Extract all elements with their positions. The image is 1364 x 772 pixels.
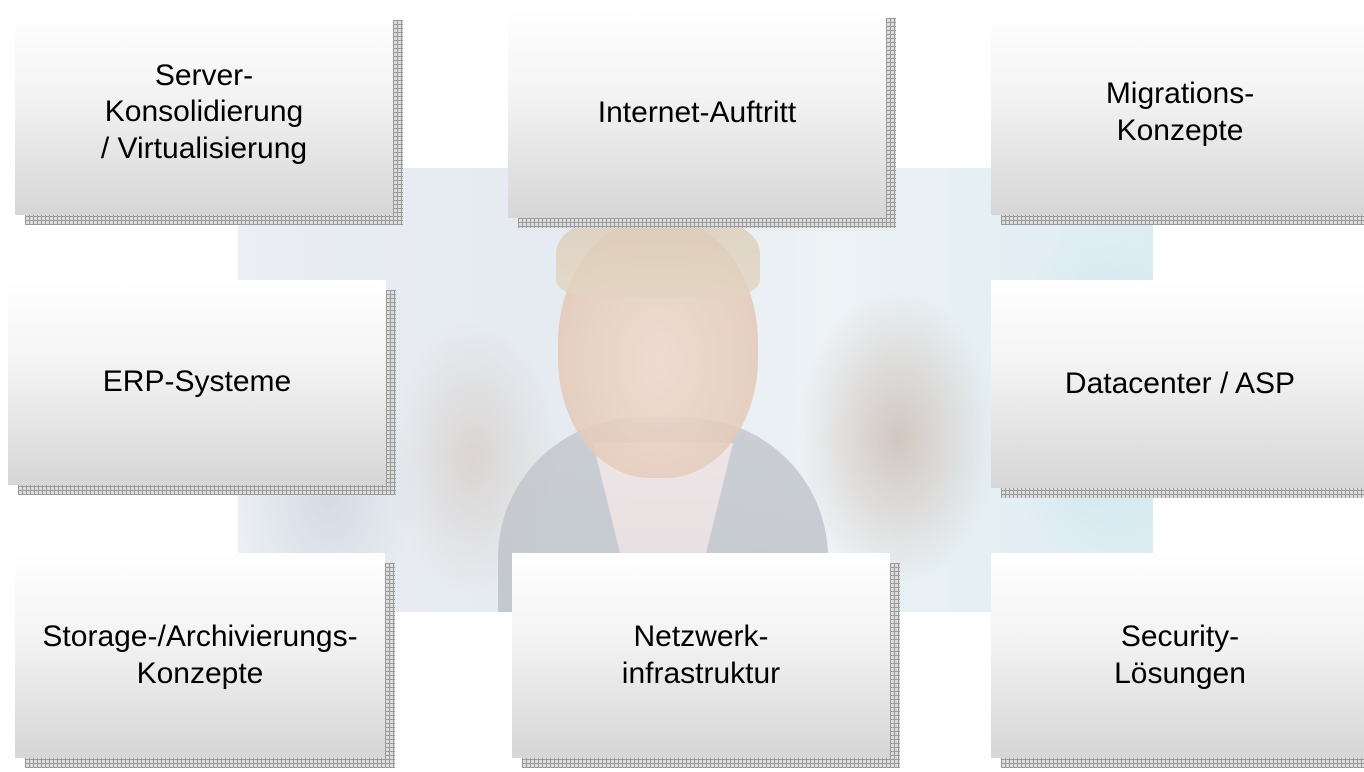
service-box-server-consolidation: Server- Konsolidierung / Virtualisierung [15,10,403,225]
service-label: Server- Konsolidierung / Virtualisierung [15,10,393,215]
service-box-security-solutions: Security- Lösungen [991,553,1364,768]
service-label: Security- Lösungen [991,553,1364,758]
blurred-figure-right [798,288,998,588]
service-label: Internet-Auftritt [508,8,886,218]
service-box-erp-systems: ERP-Systeme [8,280,396,495]
service-label: Migrations- Konzepte [991,10,1364,215]
service-label: Netzwerk- infrastruktur [512,553,890,758]
service-label: Datacenter / ASP [991,280,1364,488]
service-box-internet-presence: Internet-Auftritt [508,8,896,228]
service-box-storage-archiving: Storage-/Archivierungs- Konzepte [15,553,395,768]
service-box-datacenter-asp: Datacenter / ASP [991,280,1364,498]
service-label: ERP-Systeme [8,280,386,485]
service-label: Storage-/Archivierungs- Konzepte [15,553,385,758]
service-box-migration-concepts: Migrations- Konzepte [991,10,1364,225]
service-box-network-infrastructure: Netzwerk- infrastruktur [512,553,900,768]
